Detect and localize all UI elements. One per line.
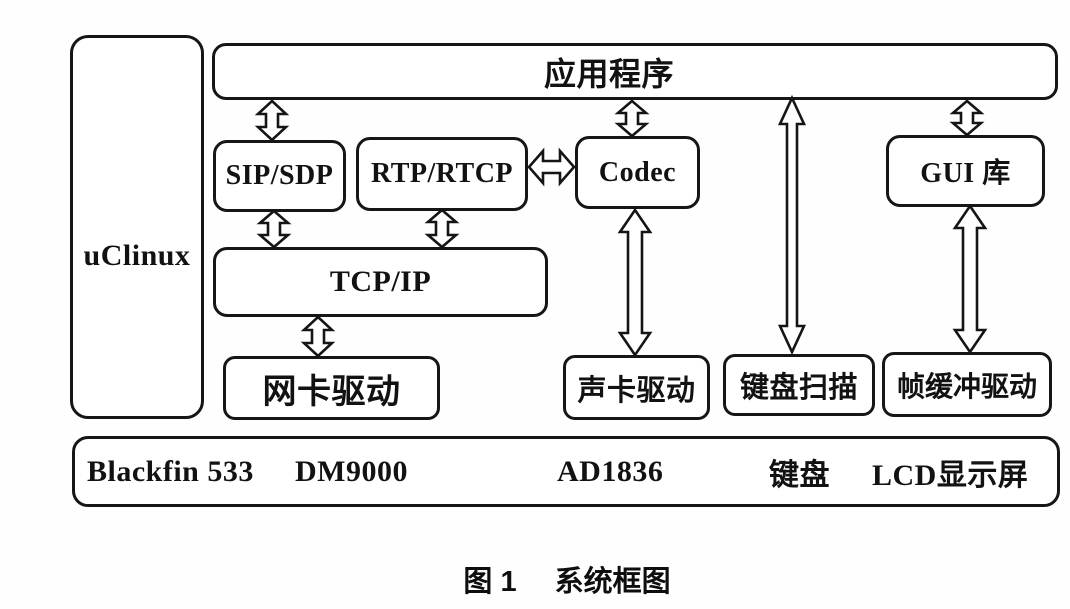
block-tcp-ip: TCP/IP	[213, 247, 548, 317]
arrow-application-sipsdp	[254, 99, 290, 142]
block-framebuffer-driver-label: 帧缓冲驱动	[896, 371, 1037, 403]
block-application: 应用程序	[212, 43, 1058, 100]
block-uclinux: uClinux	[70, 35, 204, 419]
arrow-codec-sounddriver	[617, 207, 653, 358]
block-application-label: 应用程序	[543, 55, 674, 92]
arrow-rtprtcp-tcpip	[424, 208, 460, 249]
hardware-cpu-label: Blackfin 533	[87, 454, 254, 488]
block-nic-driver-label: 网卡驱动	[262, 373, 401, 411]
block-tcp-ip-label: TCP/IP	[329, 265, 432, 298]
block-gui-lib-label: GUI 库	[920, 158, 1011, 189]
block-hardware-bar: Blackfin 533 DM9000 AD1836 键盘 LCD显示屏	[72, 436, 1060, 507]
arrow-rtprtcp-codec	[527, 147, 576, 187]
block-rtp-rtcp: RTP/RTCP	[356, 137, 528, 211]
arrow-sipsdp-tcpip	[256, 209, 292, 249]
arrow-gui-framebuffer	[952, 203, 988, 355]
figure-caption-number: 图 1	[463, 566, 517, 598]
arrow-application-codec	[614, 99, 650, 138]
block-codec: Codec	[575, 136, 700, 209]
arrow-tcpip-nicdriver	[300, 315, 336, 358]
figure-caption: 图 1 系统框图	[463, 558, 670, 600]
arrow-application-gui	[949, 99, 985, 137]
block-nic-driver: 网卡驱动	[223, 356, 440, 420]
block-uclinux-label: uClinux	[83, 239, 191, 272]
hardware-ethernet-label: DM9000	[295, 454, 408, 488]
block-keyboard-scan-label: 键盘扫描	[739, 372, 858, 404]
block-framebuffer-driver: 帧缓冲驱动	[882, 352, 1052, 417]
figure-caption-title: 系统框图	[554, 566, 671, 598]
block-keyboard-scan: 键盘扫描	[723, 354, 875, 416]
block-sound-driver: 声卡驱动	[563, 355, 710, 420]
hardware-display-label: LCD显示屏	[872, 458, 1029, 492]
arrow-application-keyboardscan	[777, 94, 807, 356]
block-sound-driver-label: 声卡驱动	[577, 374, 696, 407]
hardware-keyboard-label: 键盘	[769, 458, 830, 492]
block-gui-lib: GUI 库	[886, 135, 1045, 207]
block-sip-sdp: SIP/SDP	[213, 140, 346, 212]
block-codec-label: Codec	[598, 156, 677, 188]
hardware-audio-label: AD1836	[557, 454, 664, 488]
block-rtp-rtcp-label: RTP/RTCP	[370, 158, 514, 189]
block-sip-sdp-label: SIP/SDP	[225, 160, 334, 191]
